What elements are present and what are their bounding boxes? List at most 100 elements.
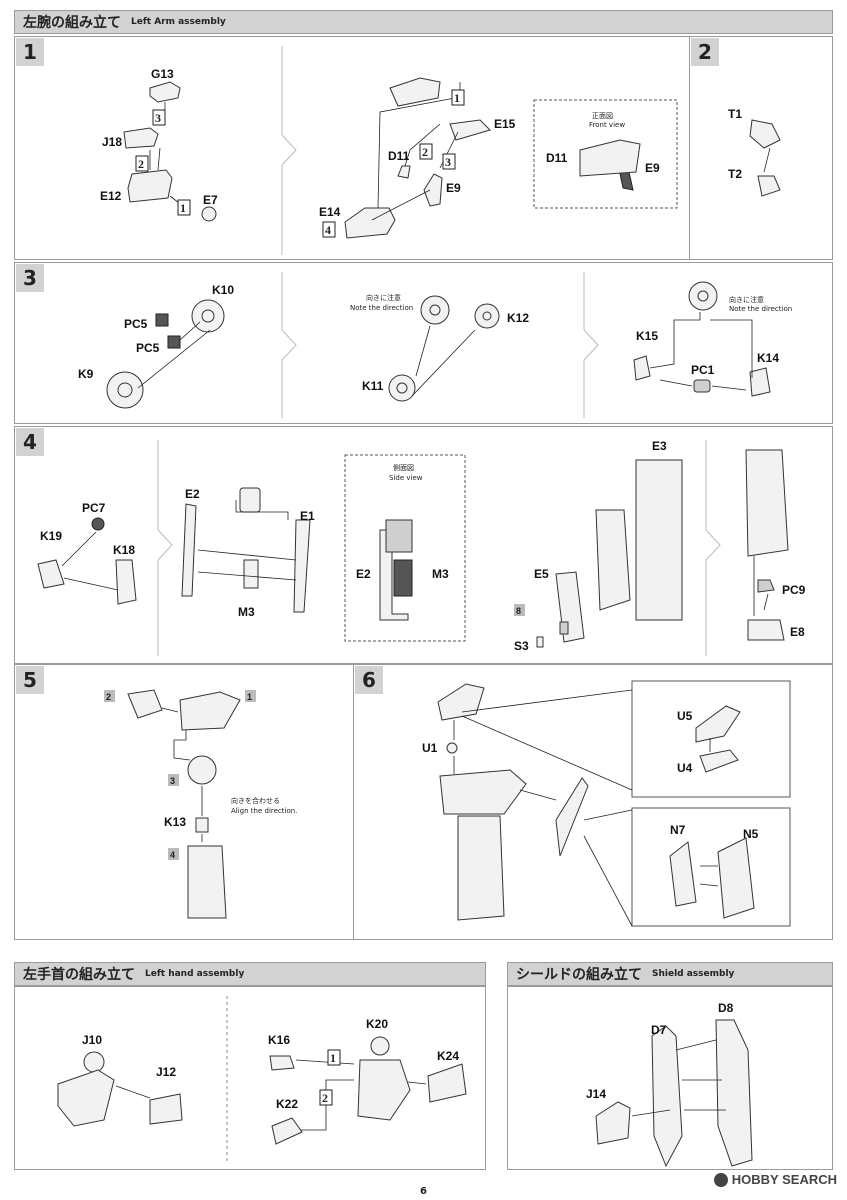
step1-order-2: 2 xyxy=(135,155,149,172)
part-label-D8: D8 xyxy=(718,1001,734,1015)
side-view-jp: 側面図 xyxy=(393,463,414,472)
part-label-K11: K11 xyxy=(362,379,384,393)
part-label-K18: K18 xyxy=(113,543,135,557)
step1-left-drawing xyxy=(123,81,217,222)
part-label-J14: J14 xyxy=(586,1087,606,1101)
step-number-5: 5 xyxy=(16,666,44,694)
front-view-en: Front view xyxy=(589,121,625,129)
svg-text:2: 2 xyxy=(106,692,111,702)
part-label-K12: K12 xyxy=(507,311,529,325)
step5-order-1: 1 xyxy=(245,690,256,702)
part-label-PC7: PC7 xyxy=(82,501,106,515)
part-label-K10: K10 xyxy=(212,283,234,297)
direction-note-en-1: Note the direction xyxy=(350,304,413,312)
section-title-jp: 左手首の組み立て xyxy=(23,967,135,983)
part-label-E14: E14 xyxy=(319,205,341,219)
svg-text:1: 1 xyxy=(330,1051,336,1065)
part-label-D11-inset: D11 xyxy=(546,151,568,165)
part-label-S3: S3 xyxy=(514,639,529,653)
side-view-en: Side view xyxy=(389,474,423,482)
direction-note-jp-1: 向きに注意 xyxy=(366,293,401,302)
direction-note-en-2: Note the direction xyxy=(729,305,792,313)
part-label-E3: E3 xyxy=(652,439,667,453)
part-label-K16: K16 xyxy=(268,1033,290,1047)
step1b-order-2: 2 xyxy=(419,143,433,160)
step-4-panel xyxy=(14,426,833,664)
step1-order-1: 1 xyxy=(177,199,191,216)
step-number-6: 6 xyxy=(355,666,383,694)
svg-text:1: 1 xyxy=(247,692,252,702)
section-title-jp: 左腕の組み立て xyxy=(23,15,121,31)
part-label-E8: E8 xyxy=(790,625,805,639)
section-header-shield: シールドの組み立て Shield assembly xyxy=(507,962,833,986)
shield-drawing xyxy=(595,1019,753,1168)
part-label-U1: U1 xyxy=(422,741,438,755)
part-label-K22: K22 xyxy=(276,1097,298,1111)
part-label-E9-inset: E9 xyxy=(645,161,660,175)
svg-text:1: 1 xyxy=(454,91,460,105)
part-label-D7: D7 xyxy=(651,1023,667,1037)
align-note-en: Align the direction. xyxy=(231,807,297,815)
part-label-E5: E5 xyxy=(534,567,549,581)
step5-order-3: 3 xyxy=(168,774,179,786)
step1b-order-4: 4 xyxy=(322,221,336,238)
section-title-en: Left Arm assembly xyxy=(131,17,226,27)
svg-text:3: 3 xyxy=(155,111,161,125)
step4-order-8: 8 xyxy=(514,604,525,616)
section-header-left-arm: 左腕の組み立て Left Arm assembly xyxy=(14,10,833,34)
part-label-N7: N7 xyxy=(670,823,686,837)
svg-text:2: 2 xyxy=(422,145,428,159)
part-label-E1: E1 xyxy=(300,509,315,523)
svg-text:2: 2 xyxy=(322,1091,328,1105)
step2-drawing xyxy=(749,119,781,197)
part-label-PC9: PC9 xyxy=(782,583,806,597)
part-label-K14: K14 xyxy=(757,351,779,365)
part-label-T1: T1 xyxy=(728,107,742,121)
part-label-G13: G13 xyxy=(151,67,174,81)
svg-text:8: 8 xyxy=(516,606,521,616)
part-label-E12: E12 xyxy=(100,189,122,203)
front-view-part xyxy=(579,139,641,177)
svg-text:3: 3 xyxy=(170,776,175,786)
step1-order-3: 3 xyxy=(152,109,166,126)
step-6-panel xyxy=(353,664,833,940)
part-label-J12: J12 xyxy=(156,1065,176,1079)
watermark-text: HOBBY SEARCH xyxy=(731,1172,837,1187)
part-label-E9: E9 xyxy=(446,181,461,195)
part-label-M3-inset: M3 xyxy=(432,567,449,581)
page-number: 6 xyxy=(420,1186,427,1197)
part-label-N5: N5 xyxy=(743,827,759,841)
direction-note-jp-2: 向きに注意 xyxy=(729,295,764,304)
hobby-search-logo-icon xyxy=(713,1172,728,1187)
section-title-jp: シールドの組み立て xyxy=(516,967,642,983)
step-number-1: 1 xyxy=(16,38,44,66)
step3-drawing xyxy=(106,281,771,409)
part-label-K9: K9 xyxy=(78,367,94,381)
front-view-jp: 正面図 xyxy=(592,112,613,120)
align-note-jp: 向きを合わせる xyxy=(231,796,280,805)
step-number-4: 4 xyxy=(16,428,44,456)
step1b-order-3: 3 xyxy=(442,153,456,170)
part-label-K20: K20 xyxy=(366,1017,388,1031)
svg-text:2: 2 xyxy=(138,157,144,171)
part-label-E15: E15 xyxy=(494,117,516,131)
part-label-K24: K24 xyxy=(437,1049,459,1063)
part-label-D11: D11 xyxy=(388,149,410,163)
svg-text:3: 3 xyxy=(445,155,451,169)
part-label-J10: J10 xyxy=(82,1033,102,1047)
svg-text:4: 4 xyxy=(325,223,331,237)
step5-drawing xyxy=(127,689,241,919)
step5-order-4: 4 xyxy=(168,848,179,860)
watermark: HOBBY SEARCH xyxy=(713,1172,837,1187)
section-title-en: Shield assembly xyxy=(652,969,735,979)
part-label-K19: K19 xyxy=(40,529,62,543)
svg-text:4: 4 xyxy=(170,850,175,860)
step6-drawing xyxy=(437,680,791,927)
part-label-M3: M3 xyxy=(238,605,255,619)
step-number-2: 2 xyxy=(691,38,719,66)
part-label-U4: U4 xyxy=(677,761,693,775)
part-label-E2-inset: E2 xyxy=(356,567,371,581)
step-2-panel xyxy=(689,36,833,260)
step5-order-2: 2 xyxy=(104,690,115,702)
